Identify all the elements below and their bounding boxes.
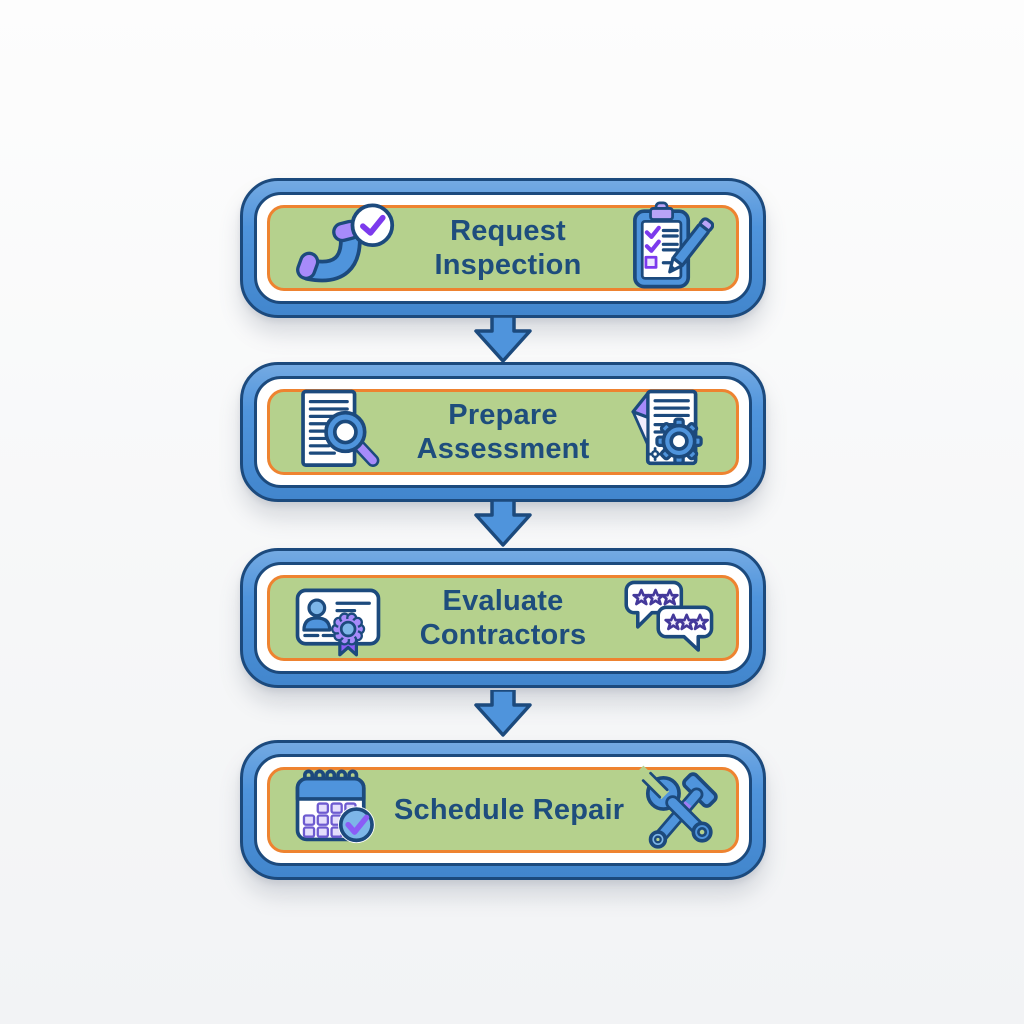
review-stars-icon: [620, 569, 716, 667]
phone-check-icon: [290, 199, 396, 297]
step-schedule-repair: Schedule Repair: [240, 740, 766, 880]
step-green-panel: Request Inspection: [267, 201, 739, 291]
flow-arrow-down-3: [458, 688, 548, 738]
step-request-inspection: Request Inspection: [240, 178, 766, 318]
step-white-ring: Request Inspection: [254, 192, 752, 304]
step-label: Schedule Repair: [394, 793, 625, 826]
flow-arrow-down-2: [458, 498, 548, 548]
step-label: Prepare Assessment: [416, 398, 590, 465]
step-label: Evaluate Contractors: [419, 584, 587, 651]
clipboard-checklist-icon: [620, 199, 716, 297]
id-card-badge-icon: [290, 569, 386, 667]
step-white-ring: Schedule Repair: [254, 754, 752, 866]
calendar-check-icon: [290, 761, 386, 859]
step-label: Request Inspection: [434, 214, 582, 281]
step-green-panel: Prepare Assessment: [267, 389, 739, 475]
step-prepare-assessment: Prepare Assessment: [240, 362, 766, 502]
document-gear-icon: [620, 383, 716, 481]
wrench-hammer-icon: [632, 761, 728, 859]
step-white-ring: Evaluate Contractors: [254, 562, 752, 674]
document-search-icon: [290, 383, 386, 481]
step-green-panel: Schedule Repair: [267, 765, 739, 853]
step-green-panel: Evaluate Contractors: [267, 575, 739, 661]
step-white-ring: Prepare Assessment: [254, 376, 752, 488]
flow-arrow-down-1: [458, 314, 548, 364]
step-evaluate-contractors: Evaluate Contractors: [240, 548, 766, 688]
